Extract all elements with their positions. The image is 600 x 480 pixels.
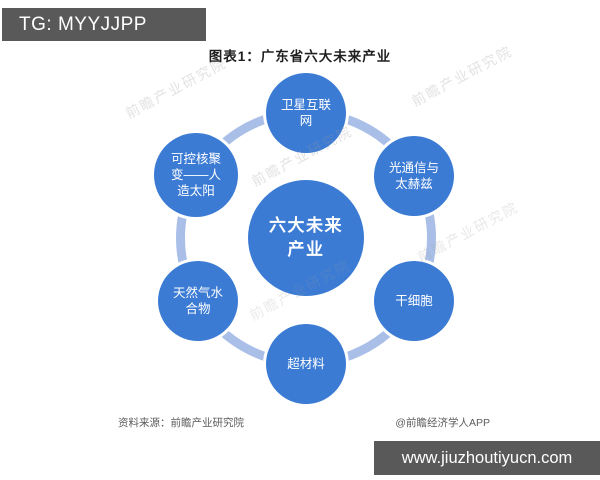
spoke-node-nuclear-fusion: 可控核聚变——人造太阳 [154,133,238,217]
spoke-node-gas-hydrate: 天然气水合物 [158,261,238,341]
hub-node-label: 六大未来产业 [269,216,343,259]
credit-note: @前瞻经济学人APP [395,417,490,429]
chart-title: 图表1：广东省六大未来产业 [208,49,392,64]
tg-banner-label: TG: MYYJJPP [19,13,147,35]
tg-watermark-banner: TG: MYYJJPP [2,8,206,41]
spoke-node-label: 可控核聚变——人造太阳 [170,151,221,199]
url-banner-label: www.jiuzhoutiyucn.com [401,448,573,467]
spoke-node-satellite-internet: 卫星互联网 [266,73,346,153]
spoke-node-label: 超材料 [287,356,325,371]
spoke-node-label: 天然气水合物 [172,285,223,316]
spoke-node-optical-terahertz: 光通信与太赫兹 [374,136,454,216]
spoke-node-stem-cell: 干细胞 [374,261,454,341]
spoke-node-metamaterial: 超材料 [266,324,346,404]
spoke-node-label: 光通信与太赫兹 [388,160,439,191]
hub-node-six-future-industries: 六大未来产业 [248,180,364,296]
url-watermark-banner: www.jiuzhoutiyucn.com [374,441,600,475]
spoke-node-label: 干细胞 [395,293,433,308]
spoke-node-label: 卫星互联网 [280,97,331,128]
source-note: 资料来源：前瞻产业研究院 [118,417,244,429]
